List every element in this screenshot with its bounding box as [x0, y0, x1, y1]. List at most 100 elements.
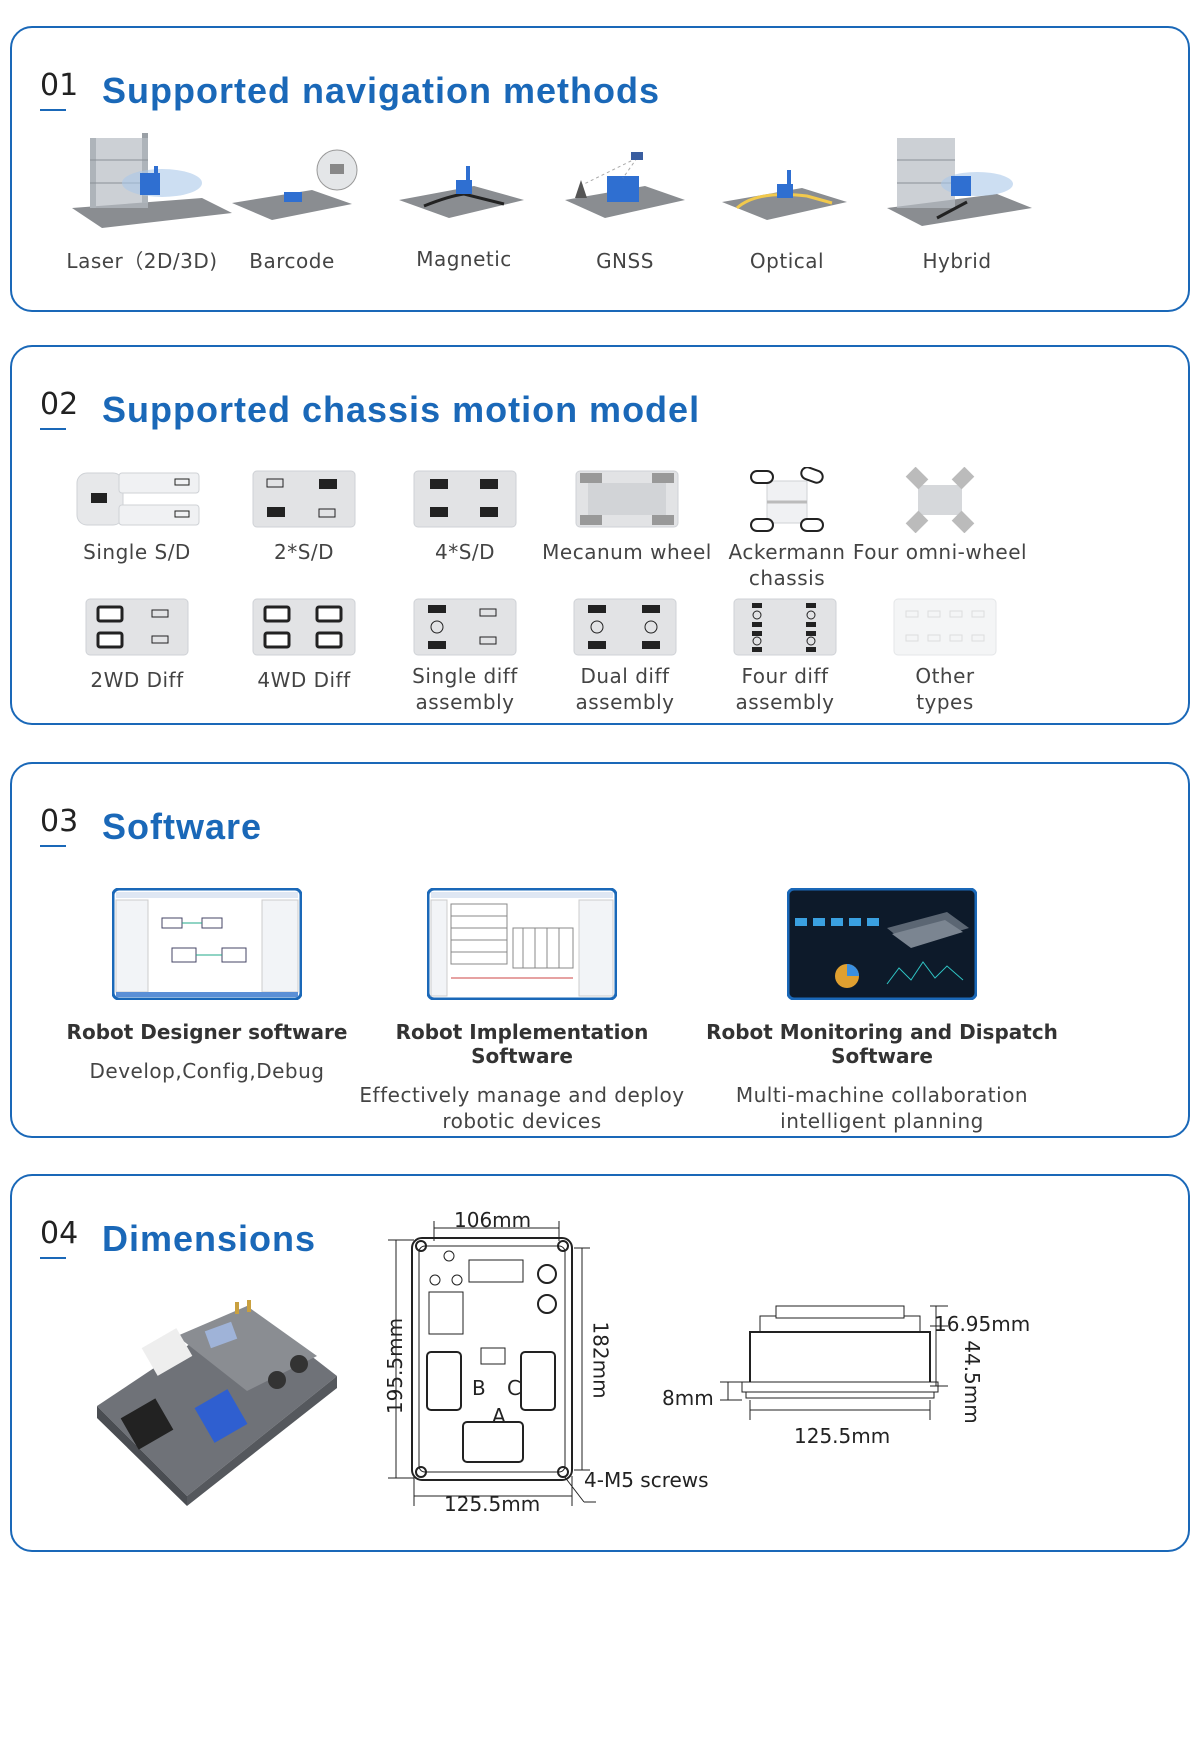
front-dimension-drawing — [411, 1237, 573, 1481]
chassis-label-line2: chassis — [748, 566, 826, 590]
2sd-diagram — [252, 470, 356, 528]
software-desc-line2: intelligent planning — [780, 1109, 984, 1133]
chassis-label: Single diff — [412, 664, 518, 688]
nav-item-gnss: GNSS — [545, 128, 705, 274]
2wd-diff-diagram — [85, 598, 189, 656]
chassis-label: Other — [915, 664, 975, 688]
chassis-label: 2WD Diff — [90, 668, 184, 692]
chassis-mecanum: Mecanum wheel — [542, 467, 712, 565]
controller-product-image — [97, 1300, 337, 1506]
single-sd-diagram — [76, 472, 200, 526]
software-desc: Multi-machine collaboration — [735, 1083, 1029, 1107]
dual-diff-assembly-diagram — [573, 598, 677, 656]
nav-label: Optical — [749, 249, 825, 273]
connector-b-label: B — [472, 1376, 486, 1400]
chassis-label: Four diff — [741, 664, 829, 688]
nav-item-optical: Optical — [707, 128, 867, 274]
monitoring-screenshot — [787, 888, 977, 1000]
chassis-single-diff-assembly: Single diff assembly — [395, 595, 535, 715]
software-desc: Develop,Config,Debug — [89, 1059, 325, 1083]
section-navigation: 01 Supported navigation methods Laser（2D… — [10, 26, 1190, 312]
section-title: Supported navigation methods — [102, 70, 661, 111]
chassis-label: Ackermann — [728, 540, 846, 564]
nav-label: GNSS — [596, 249, 654, 273]
chassis-other-types: Other types — [875, 595, 1015, 715]
mecanum-diagram — [575, 470, 679, 528]
omni-wheel-diagram — [905, 467, 975, 533]
optical-navigation-illustration — [722, 170, 847, 220]
software-monitoring: Robot Monitoring and Dispatch Software M… — [702, 888, 1062, 1134]
nav-item-magnetic: Magnetic — [384, 128, 544, 272]
front-dimension-lines — [388, 1221, 596, 1506]
dim-side-top: 16.95mm — [934, 1312, 1031, 1336]
other-types-diagram — [893, 598, 997, 656]
4wd-diff-diagram — [252, 598, 356, 656]
chassis-single-sd: Single S/D — [67, 467, 207, 565]
gnss-navigation-illustration — [565, 152, 685, 218]
chassis-omni: Four omni-wheel — [850, 467, 1030, 565]
chassis-label: 2*S/D — [273, 540, 335, 564]
chassis-4wd-diff: 4WD Diff — [234, 595, 374, 693]
software-desc: Effectively manage and deploy — [359, 1083, 685, 1107]
nav-item-hybrid: Hybrid — [867, 128, 1047, 274]
chassis-label-line2: assembly — [415, 690, 515, 714]
connector-a-label: A — [492, 1404, 506, 1428]
chassis-2wd-diff: 2WD Diff — [67, 595, 207, 693]
chassis-label-line2: assembly — [575, 690, 675, 714]
ackermann-diagram — [750, 467, 824, 532]
dim-screws: 4-M5 screws — [584, 1468, 709, 1492]
nav-label: Laser（2D/3D) — [66, 249, 218, 273]
section-number: 02 — [40, 387, 79, 430]
chassis-label-line2: assembly — [735, 690, 835, 714]
dim-side-height: 44.5mm — [959, 1340, 984, 1424]
dim-side-width: 125.5mm — [794, 1424, 891, 1448]
section-title: Dimensions — [102, 1218, 317, 1259]
chassis-label: 4*S/D — [434, 540, 496, 564]
chassis-label: 4WD Diff — [257, 668, 351, 692]
section-software: 03 Software Robot Designer software Deve… — [10, 762, 1190, 1138]
software-implementation: Robot Implementation Software Effectivel… — [357, 888, 687, 1134]
side-dimension-drawing — [720, 1305, 948, 1420]
nav-label: Barcode — [249, 249, 335, 273]
four-diff-assembly-diagram — [733, 598, 837, 656]
designer-screenshot — [112, 888, 302, 1000]
section-number: 01 — [40, 68, 79, 111]
implementation-screenshot — [427, 888, 617, 1000]
dim-side-base: 8mm — [662, 1386, 714, 1410]
chassis-4sd: 4*S/D — [395, 467, 535, 565]
section-title: Supported chassis motion model — [102, 389, 701, 430]
section-chassis: 02 Supported chassis motion model Single… — [10, 345, 1190, 725]
single-diff-assembly-diagram — [413, 598, 517, 656]
magnetic-navigation-illustration — [399, 166, 524, 218]
software-desc-line2: robotic devices — [442, 1109, 602, 1133]
chassis-label: Mecanum wheel — [542, 540, 712, 564]
software-title: Robot Monitoring and Dispatch Software — [706, 1020, 1058, 1068]
nav-item-laser: Laser（2D/3D) — [42, 128, 242, 274]
software-title: Robot Implementation Software — [395, 1020, 649, 1068]
software-title: Robot Designer software — [66, 1020, 348, 1044]
hybrid-navigation-illustration — [887, 138, 1032, 226]
connector-c-label: C — [507, 1376, 521, 1400]
laser-navigation-illustration — [72, 133, 232, 228]
chassis-label: Single S/D — [83, 540, 191, 564]
dim-inner-height: 182mm — [588, 1321, 613, 1399]
section-dimensions: 04 Dimensions B C A — [10, 1174, 1190, 1552]
nav-label: Magnetic — [416, 247, 512, 271]
section-number: 04 — [40, 1216, 79, 1259]
software-designer: Robot Designer software Develop,Config,D… — [42, 888, 372, 1084]
nav-label: Hybrid — [922, 249, 992, 273]
section-title: Software — [102, 806, 263, 847]
chassis-label-line2: types — [916, 690, 974, 714]
nav-item-barcode: Barcode — [212, 128, 372, 274]
chassis-label: Dual diff — [580, 664, 670, 688]
dim-top-width: 106mm — [454, 1208, 532, 1232]
dim-outer-height: 195.5mm — [383, 1317, 408, 1415]
dim-bottom-width: 125.5mm — [444, 1492, 541, 1516]
4sd-diagram — [413, 470, 517, 528]
section-number: 03 — [40, 804, 79, 847]
chassis-label: Four omni-wheel — [852, 540, 1028, 564]
barcode-navigation-illustration — [232, 149, 358, 220]
chassis-ackermann: Ackermann chassis — [717, 467, 857, 591]
chassis-2sd: 2*S/D — [234, 467, 374, 565]
chassis-four-diff-assembly: Four diff assembly — [715, 595, 855, 715]
